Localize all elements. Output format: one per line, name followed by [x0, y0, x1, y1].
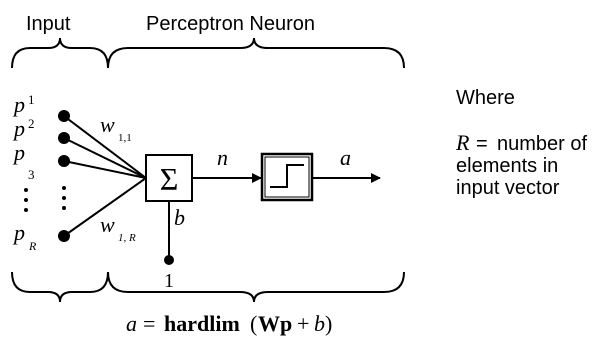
svg-text:2: 2 [28, 116, 35, 131]
svg-text:W: W [258, 311, 280, 336]
neuron-top-brace [107, 37, 405, 69]
neuron-bottom-brace [107, 271, 405, 303]
svg-text:w: w [100, 112, 115, 137]
input-top-brace [11, 37, 109, 69]
transfer-formula: a = hardlim ( W p + b ) [126, 311, 332, 336]
svg-text:=: = [476, 133, 488, 155]
hardlim-block-inner [264, 156, 310, 198]
svg-text:a: a [126, 311, 137, 336]
input-label-pr: p R [12, 220, 37, 253]
net-input-label: n [217, 145, 228, 170]
input-bottom-brace [11, 271, 109, 303]
svg-text:R: R [455, 130, 470, 155]
svg-text:number of: number of [497, 133, 587, 155]
weight-line-2 [63, 137, 147, 179]
bias-constant: 1 [164, 270, 174, 292]
svg-text:p: p [12, 116, 25, 141]
svg-text:): ) [325, 311, 332, 336]
output-label: a [340, 145, 351, 170]
svg-text:1, R: 1, R [118, 232, 136, 244]
bias-dot [164, 255, 174, 265]
svg-text:b: b [314, 311, 325, 336]
svg-text:1: 1 [28, 92, 35, 107]
svg-text:p: p [12, 220, 25, 245]
input-header: Input [26, 13, 71, 35]
svg-text:input vector: input vector [456, 177, 560, 199]
summation-block [145, 154, 193, 202]
svg-text:p: p [280, 311, 292, 336]
svg-text:+: + [297, 311, 309, 336]
weight-label-last: w 1, R [100, 212, 136, 244]
svg-text:3: 3 [28, 167, 35, 182]
svg-text:w: w [100, 212, 115, 237]
svg-text:R: R [28, 239, 37, 253]
legend-where: Where [456, 87, 515, 109]
input-ellipsis [24, 186, 66, 212]
input-label-p2: p 2 [12, 116, 35, 165]
weight-label-first: w 1,1 [100, 112, 132, 144]
weight-line-1 [63, 115, 147, 179]
svg-text:1,1: 1,1 [118, 132, 132, 144]
legend-definition: R = number of elements in input vector [455, 130, 587, 199]
svg-text:p: p [12, 140, 25, 165]
input-label-p3: 3 [28, 167, 35, 182]
input-label-p1: p 1 [12, 92, 35, 141]
svg-text:hardlim: hardlim [164, 311, 240, 336]
weight-line-r [63, 177, 147, 237]
neuron-header: Perceptron Neuron [146, 13, 315, 35]
input-label-p: p [12, 92, 25, 117]
bias-label: b [174, 205, 185, 230]
svg-text:=: = [143, 311, 155, 336]
svg-text:elements in: elements in [456, 155, 558, 177]
weight-line-3 [63, 160, 147, 179]
svg-text:p: p [12, 92, 25, 117]
svg-text:(: ( [250, 311, 257, 336]
hardlim-step-icon [270, 164, 304, 188]
input-dot-3 [58, 155, 70, 167]
summation-symbol: Σ [160, 161, 179, 197]
